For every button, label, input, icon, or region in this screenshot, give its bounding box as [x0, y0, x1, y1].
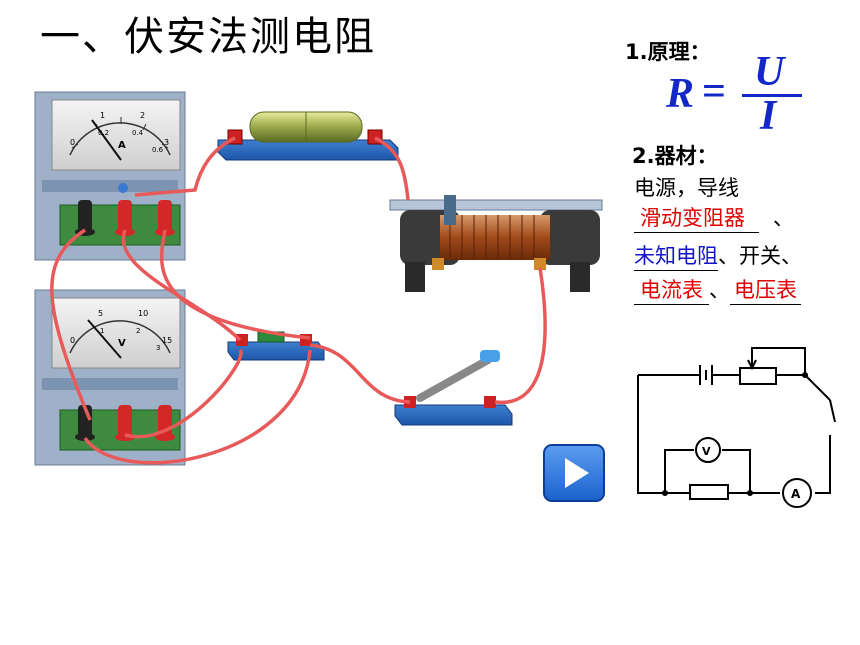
voltmeter-device: 0 5 10 15 1 2 3 V	[34, 289, 186, 466]
ammeter-unit: A	[118, 140, 126, 151]
switch-device	[394, 350, 513, 426]
ammeter-tick-0: 0	[70, 138, 75, 147]
voltmeter-tick-10: 10	[138, 309, 148, 318]
ammeter-tick-2: 2	[140, 111, 145, 120]
ammeter-label: 电流表	[634, 274, 709, 305]
equipment-heading: 2.器材：	[632, 144, 718, 168]
unknown-resistor-device	[227, 331, 325, 361]
voltmeter-tick-1: 1	[100, 327, 104, 335]
wires	[50, 136, 547, 465]
ammeter-tick-1: 1	[100, 111, 105, 120]
equipment-line1: 电源，导线	[634, 176, 739, 200]
ammeter-tick-06: 0.6	[152, 146, 164, 154]
circuit-apparatus: 0 1 2 3 0.2 0.4 0.6 A 0 5 10 15 1 2 3 V	[34, 91, 603, 466]
resistance-formula: R = U I	[666, 49, 806, 139]
voltmeter-label: 电压表	[730, 274, 801, 305]
schematic-ammeter: A	[791, 487, 801, 501]
ammeter-device: 0 1 2 3 0.2 0.4 0.6 A	[34, 91, 186, 261]
play-icon	[565, 458, 589, 488]
ammeter-tick-3: 3	[164, 138, 169, 147]
voltmeter-unit: V	[118, 338, 126, 349]
voltmeter-tick-5: 5	[98, 309, 103, 318]
unknown-resistor-label: 未知电阻	[634, 240, 718, 271]
separator-1: 、	[773, 206, 794, 230]
page-title: 一、伏安法测电阻	[40, 14, 376, 60]
play-button[interactable]	[543, 444, 605, 502]
circuit-schematic: V A	[637, 347, 836, 508]
rheostat-label: 滑动变阻器	[634, 202, 759, 233]
battery-device	[217, 111, 399, 161]
rheostat-device	[389, 195, 603, 292]
formula-r: R	[666, 71, 695, 117]
schematic-voltmeter: V	[702, 445, 711, 458]
ammeter-tick-02: 0.2	[98, 129, 109, 137]
ammeter-tick-04: 0.4	[132, 129, 144, 137]
switch-label: 、开关、	[718, 244, 802, 268]
principle-heading: 1.原理：	[625, 40, 711, 64]
voltmeter-tick-3: 3	[156, 344, 160, 352]
voltmeter-tick-0: 0	[70, 336, 75, 345]
formula-numerator: U	[754, 49, 785, 95]
formula-denominator: I	[760, 93, 777, 139]
voltmeter-tick-15: 15	[162, 336, 172, 345]
separator-2: 、	[709, 278, 730, 302]
fraction-bar	[742, 94, 802, 97]
voltmeter-tick-2: 2	[136, 327, 140, 335]
formula-equals: =	[702, 69, 726, 115]
